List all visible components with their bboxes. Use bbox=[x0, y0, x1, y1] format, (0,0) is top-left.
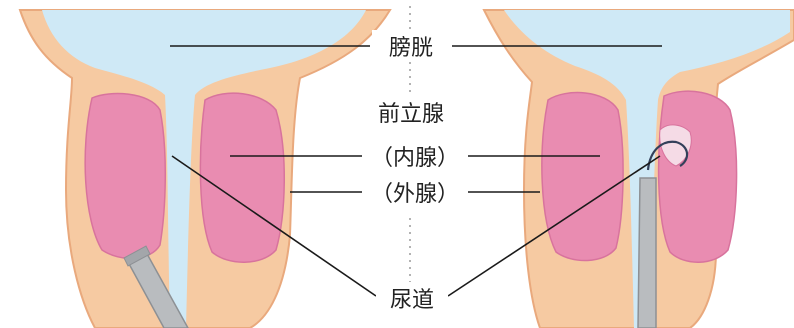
right-gland-lobe-2 bbox=[657, 90, 738, 263]
left-bladder-interior bbox=[42, 10, 366, 328]
right-wire-loop bbox=[646, 140, 689, 171]
label-urethra: 尿道 bbox=[390, 288, 434, 313]
label-inner-gland-group: （内腺） bbox=[362, 140, 468, 172]
right-resection-area bbox=[659, 124, 692, 167]
right-instrument bbox=[637, 177, 657, 328]
left-gland-lobe-1 bbox=[84, 92, 166, 260]
left-instrument-tip bbox=[123, 245, 151, 267]
urethra-leader-right bbox=[447, 155, 661, 297]
label-outer-gland: （外腺） bbox=[371, 182, 459, 207]
label-urethra-group: 尿道 bbox=[376, 282, 448, 314]
label-inner-gland: （内腺） bbox=[371, 146, 459, 171]
label-outer-gland-group: （外腺） bbox=[362, 176, 468, 208]
right-illustration bbox=[482, 9, 794, 328]
right-gland-lobe-1 bbox=[541, 91, 624, 262]
urethra-leader-left bbox=[171, 155, 377, 297]
label-bladder: 膀胱 bbox=[389, 36, 433, 61]
label-bladder-group: 膀胱 bbox=[372, 30, 450, 62]
right-bladder-interior bbox=[504, 10, 790, 328]
left-illustration bbox=[18, 9, 392, 328]
left-gland-lobe-2 bbox=[199, 92, 285, 263]
label-prostate-group: 前立腺 bbox=[356, 96, 466, 128]
label-prostate: 前立腺 bbox=[378, 102, 444, 127]
